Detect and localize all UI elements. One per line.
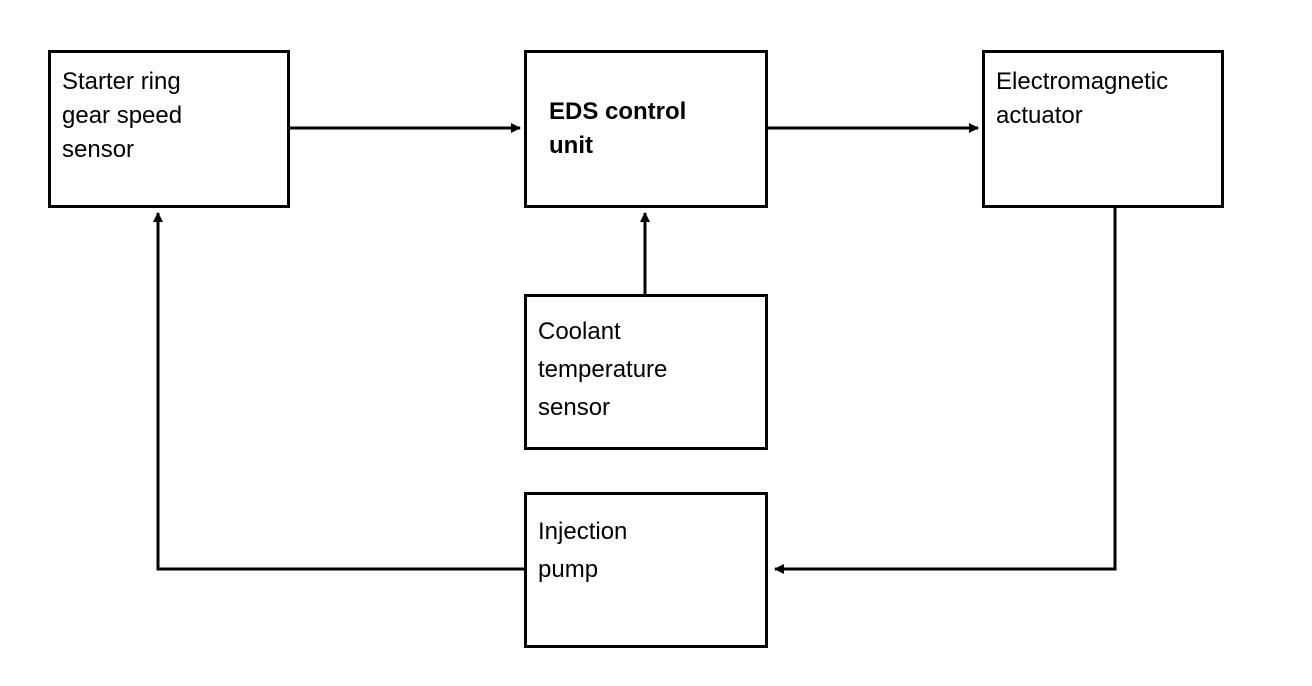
- edge-actuator-to-pump: [774, 208, 1117, 574]
- edge-pump-to-starter: [153, 212, 526, 571]
- coolant-label-line-1: Coolant: [538, 318, 621, 345]
- injection-pump-box: Injection pump: [524, 492, 768, 648]
- eds-control-unit-label: EDS control unit: [549, 95, 686, 163]
- injection-pump-label: Injection pump: [538, 513, 627, 589]
- starter-sensor-label-line-3: sensor: [62, 136, 135, 163]
- pump-label-line-1: Injection: [538, 518, 628, 545]
- actuator-label-line-1: Electromagnetic: [996, 68, 1169, 95]
- actuator-label-line-2: actuator: [996, 102, 1083, 129]
- eds-label-line-1: EDS control: [549, 98, 687, 125]
- coolant-temperature-sensor-box: Coolant temperature sensor: [524, 294, 768, 450]
- electromagnetic-actuator-box: Electromagnetic actuator: [982, 50, 1224, 208]
- actuator-label: Electromagnetic actuator: [996, 65, 1168, 133]
- coolant-label-line-3: sensor: [538, 394, 611, 421]
- starter-ring-gear-speed-sensor-box: Starter ring gear speed sensor: [48, 50, 290, 208]
- eds-control-unit-box: EDS control unit: [524, 50, 768, 208]
- coolant-label-line-2: temperature: [538, 356, 668, 383]
- starter-sensor-label-line-2: gear speed: [62, 102, 183, 129]
- starter-sensor-label-line-1: Starter ring: [62, 68, 181, 95]
- eds-label-line-2: unit: [549, 132, 593, 159]
- coolant-sensor-label: Coolant temperature sensor: [538, 313, 667, 427]
- pump-label-line-2: pump: [538, 556, 599, 583]
- starter-sensor-label: Starter ring gear speed sensor: [62, 65, 182, 167]
